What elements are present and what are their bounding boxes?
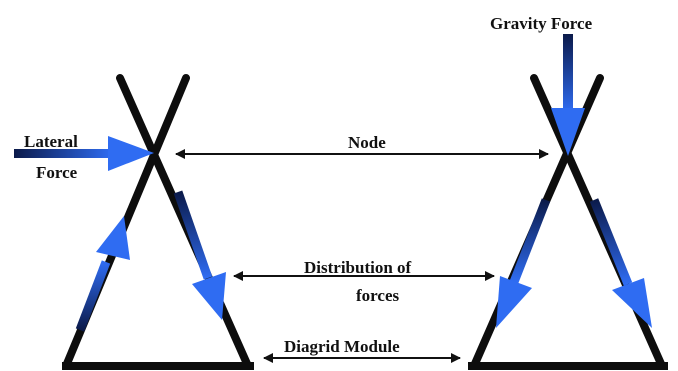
left-distribution-arrow-up xyxy=(75,216,130,332)
right-distribution-arrow-left xyxy=(496,198,551,328)
node-label: Node xyxy=(348,133,386,152)
gravity-force-label: Gravity Force xyxy=(490,14,593,33)
lateral-force-label-line2: Force xyxy=(36,163,78,182)
lateral-force-arrow xyxy=(14,136,154,171)
left-distribution-arrow-down xyxy=(173,190,226,320)
distribution-label-line1: Distribution of xyxy=(304,258,412,277)
right-module-member-a xyxy=(530,74,666,370)
gravity-force-arrow xyxy=(551,34,585,156)
distribution-label-line2: forces xyxy=(356,286,400,305)
lateral-force-label-line1: Lateral xyxy=(24,132,78,151)
right-distribution-arrow-right xyxy=(589,198,652,328)
diagrid-module-label: Diagrid Module xyxy=(284,337,400,356)
left-diagrid-module xyxy=(62,74,254,370)
